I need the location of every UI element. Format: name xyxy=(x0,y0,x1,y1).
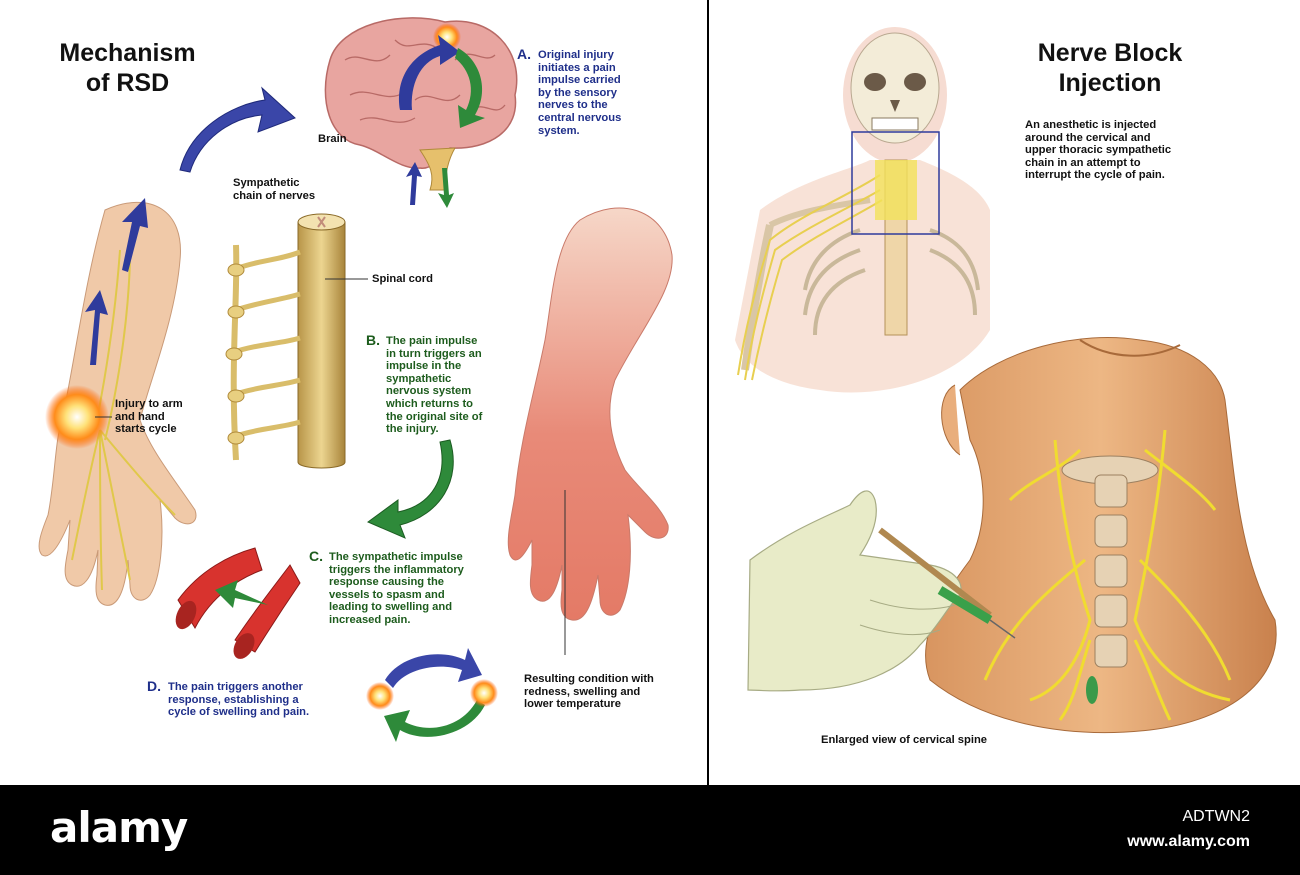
result-label-line: Resulting condition with xyxy=(524,673,654,685)
step-b-line: nervous system xyxy=(386,385,472,398)
description-line: around the cervical and xyxy=(1025,131,1151,144)
step-b-letter: B. xyxy=(366,332,380,348)
step-b-line: The pain impulse xyxy=(386,335,478,347)
neck-illustration xyxy=(925,337,1277,734)
injury-label-line2: and hand xyxy=(115,410,165,423)
step-b-line: sympathetic xyxy=(386,372,452,385)
step-a-letter: A. xyxy=(517,46,531,62)
right-title-line1: Nerve Block xyxy=(1037,39,1183,67)
step-c-line: leading to swelling and xyxy=(329,601,453,614)
arrow-green-brain-icon xyxy=(455,48,485,128)
brain-label: Brain xyxy=(318,133,347,145)
step-b-line: in turn triggers an xyxy=(386,347,482,360)
description-line: interrupt the cycle of pain. xyxy=(1025,169,1165,182)
spinal-cord-illustration xyxy=(225,213,346,469)
step-c-line: increased pain. xyxy=(329,613,411,626)
step-a-line: initiates a pain xyxy=(538,61,616,74)
image-id: ADTWN2 xyxy=(1182,808,1250,825)
enlarged-label: Enlarged view of cervical spine xyxy=(821,734,988,746)
step-b-line: impulse in the xyxy=(386,360,462,373)
footer-bar: alamy ADTWN2 www.alamy.com xyxy=(0,785,1300,875)
step-a-line: central nervous xyxy=(538,111,622,124)
website-link[interactable]: www.alamy.com xyxy=(1127,833,1250,850)
right-title-line2: Injection xyxy=(1058,69,1162,97)
left-title-line1: Mechanism xyxy=(59,39,196,67)
result-label: Resulting condition with redness, swelli… xyxy=(524,673,689,711)
step-c-line: triggers the inflammatory xyxy=(329,563,464,576)
gloved-hand-illustration xyxy=(747,490,1016,692)
cycle-arrows-icon xyxy=(366,648,498,742)
skeleton-illustration xyxy=(735,27,990,393)
step-d-line: cycle of swelling and pain. xyxy=(168,706,310,719)
step-d-line: response, establishing a xyxy=(168,693,299,706)
step-b-line: which returns to xyxy=(386,397,474,410)
step-a-line: by the sensory xyxy=(538,86,617,99)
arrow-up-icon xyxy=(122,198,148,272)
description-line: An anesthetic is injected xyxy=(1025,119,1157,131)
step-b-line: the original site of xyxy=(386,410,483,423)
step-c-line: The sympathetic impulse xyxy=(329,551,463,563)
curved-arrow-green-icon xyxy=(367,439,454,539)
step-c-line: response causing the xyxy=(329,576,445,589)
step-a-line: system. xyxy=(538,124,580,137)
injury-label-line3: starts cycle xyxy=(115,423,177,436)
result-label-line: lower temperature xyxy=(524,698,621,711)
step-a-line: impulse carried xyxy=(538,74,621,87)
sympathetic-label-line1: Sympathetic xyxy=(233,177,300,189)
injury-label: Injury to arm and hand starts cycle xyxy=(115,398,183,436)
injury-label-line1: Injury to arm xyxy=(115,398,183,410)
description-line: chain in an attempt to xyxy=(1025,156,1141,169)
step-a-line: Original injury xyxy=(538,49,614,61)
description-line: upper thoracic sympathetic xyxy=(1025,144,1172,157)
step-a-line: nerves to the xyxy=(538,99,608,112)
blood-vessels-illustration xyxy=(175,547,301,659)
left-title-line2: of RSD xyxy=(85,69,170,97)
alamy-logo: alamy xyxy=(50,803,188,852)
step-b-line: the injury. xyxy=(386,423,439,436)
illustration-layer xyxy=(38,17,1277,742)
inflamed-arm xyxy=(507,207,673,621)
step-c-letter: C. xyxy=(309,548,323,564)
sympathetic-label-line2: chain of nerves xyxy=(233,189,316,202)
curved-arrow-icon xyxy=(179,86,296,173)
injury-glow-icon xyxy=(45,385,109,449)
result-label-line: redness, swelling and xyxy=(524,685,641,698)
spinal-cord-label: Spinal cord xyxy=(372,273,433,285)
step-c-line: vessels to spasm and xyxy=(329,588,445,601)
right-description: An anesthetic is injected around the cer… xyxy=(1025,119,1225,182)
step-d-line: The pain triggers another xyxy=(168,681,303,693)
injured-arm xyxy=(38,201,197,606)
highlight-box xyxy=(851,131,940,235)
sympathetic-label: Sympathetic chain of nerves xyxy=(233,177,315,202)
arrow-down-small-icon xyxy=(438,168,454,208)
arrow-up-icon xyxy=(85,290,108,365)
panel-divider xyxy=(707,0,709,785)
brain-illustration xyxy=(324,17,518,191)
step-d-letter: D. xyxy=(147,678,161,694)
right-title: Nerve Block Injection xyxy=(1015,38,1205,98)
arrow-up-small-icon xyxy=(406,162,422,205)
arrow-blue-brain-icon xyxy=(399,35,460,110)
left-title: Mechanism of RSD xyxy=(40,38,215,98)
